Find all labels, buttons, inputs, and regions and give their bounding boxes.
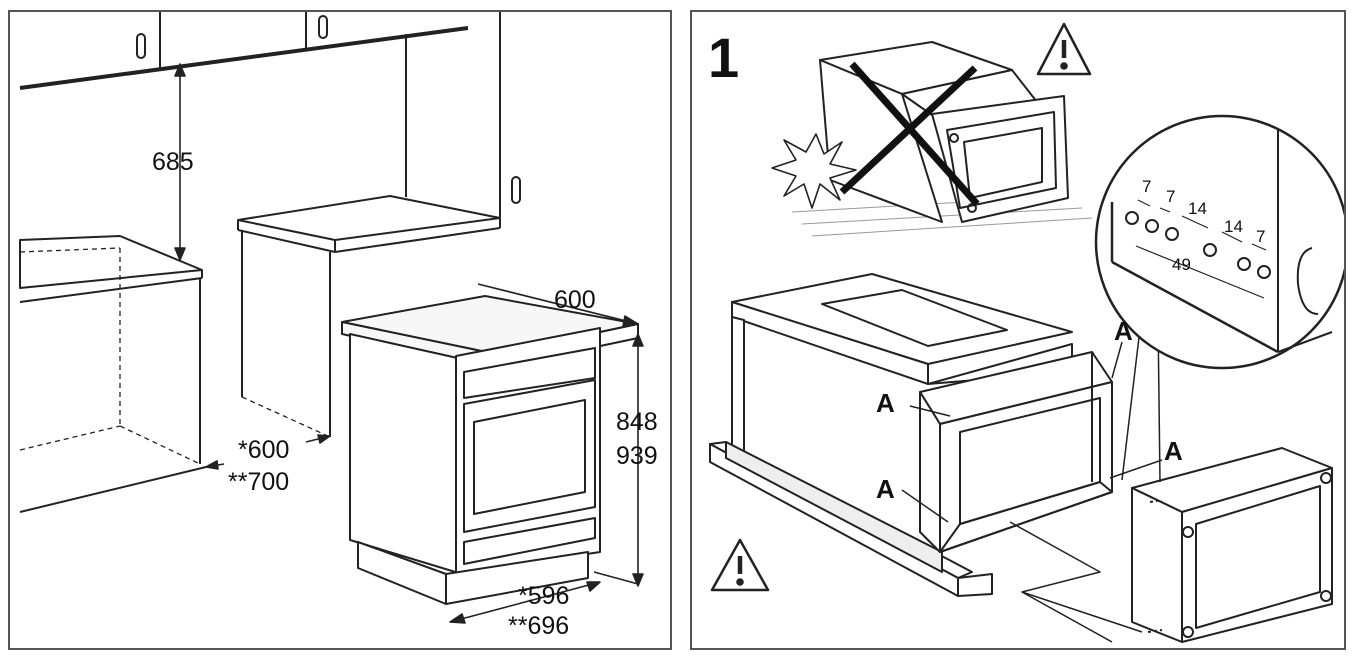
cabinet-handle bbox=[511, 176, 521, 204]
mounting-hole bbox=[1257, 265, 1271, 279]
dimension-lines bbox=[174, 63, 644, 624]
bracket-point-label: A bbox=[876, 474, 895, 504]
hole-spacing-3: 14 bbox=[1188, 199, 1207, 218]
control-panel bbox=[463, 347, 596, 399]
mounting-hole bbox=[1237, 257, 1251, 271]
cabinet-handle bbox=[136, 33, 146, 59]
counter-depth-alt-label: **700 bbox=[228, 468, 290, 496]
warning-triangle-icon bbox=[710, 538, 770, 592]
left-countertop bbox=[19, 235, 207, 513]
height-max-label: 939 bbox=[616, 442, 658, 470]
cross-icon bbox=[849, 61, 980, 207]
mounting-hole bbox=[1203, 243, 1217, 257]
bracket-point-label: A bbox=[1164, 436, 1183, 466]
label-leader-lines bbox=[901, 341, 1163, 523]
anti-tilt-bracket bbox=[919, 351, 1113, 553]
rear-countertop bbox=[237, 195, 501, 438]
oven-window bbox=[473, 399, 586, 515]
width-alt-label: **696 bbox=[508, 612, 570, 640]
wall-height-label: 685 bbox=[152, 148, 194, 176]
width-label: *596 bbox=[518, 582, 570, 610]
plinth-rail bbox=[709, 441, 993, 597]
bracket-point-label: A bbox=[1114, 316, 1133, 346]
cabinet-handle bbox=[318, 15, 328, 39]
cooker-body bbox=[341, 295, 639, 605]
height-min-label: 848 bbox=[616, 408, 658, 436]
step-number: 1 bbox=[708, 26, 740, 89]
hole-spacing-5: 7 bbox=[1256, 227, 1266, 246]
mounting-hole bbox=[1125, 211, 1139, 225]
zoom-magnifier bbox=[1094, 114, 1344, 483]
mounting-hole bbox=[1145, 219, 1159, 233]
counter-depth-label: *600 bbox=[238, 436, 290, 464]
hole-spacing-1: 7 bbox=[1142, 177, 1152, 196]
bracket-point-label: A bbox=[876, 388, 895, 418]
oven-door bbox=[463, 379, 596, 533]
hole-spacing-4: 14 bbox=[1224, 217, 1243, 236]
cooker-depth-label: 600 bbox=[554, 286, 596, 314]
mounting-frame bbox=[1131, 447, 1333, 643]
impact-star-icon bbox=[771, 133, 857, 209]
warning-triangle-icon bbox=[1036, 22, 1092, 76]
kitchen-installation-drawing bbox=[19, 12, 644, 624]
hob-surface bbox=[821, 289, 1008, 347]
installation-dimensions-panel: 685 600 848 939 *600 **700 *596 **696 bbox=[8, 10, 672, 650]
drawer bbox=[463, 517, 596, 565]
tipping-cooker bbox=[791, 41, 1093, 237]
wall-cabinet-edge bbox=[19, 26, 469, 90]
hole-spacing-2: 7 bbox=[1166, 187, 1176, 206]
cooker-body bbox=[731, 273, 1073, 453]
hole-spacing-total: 49 bbox=[1172, 255, 1191, 274]
mounting-hole bbox=[1165, 227, 1179, 241]
anti-tilt-installation-panel: 1 bbox=[690, 10, 1346, 650]
anti-tilt-drawing bbox=[709, 22, 1344, 643]
